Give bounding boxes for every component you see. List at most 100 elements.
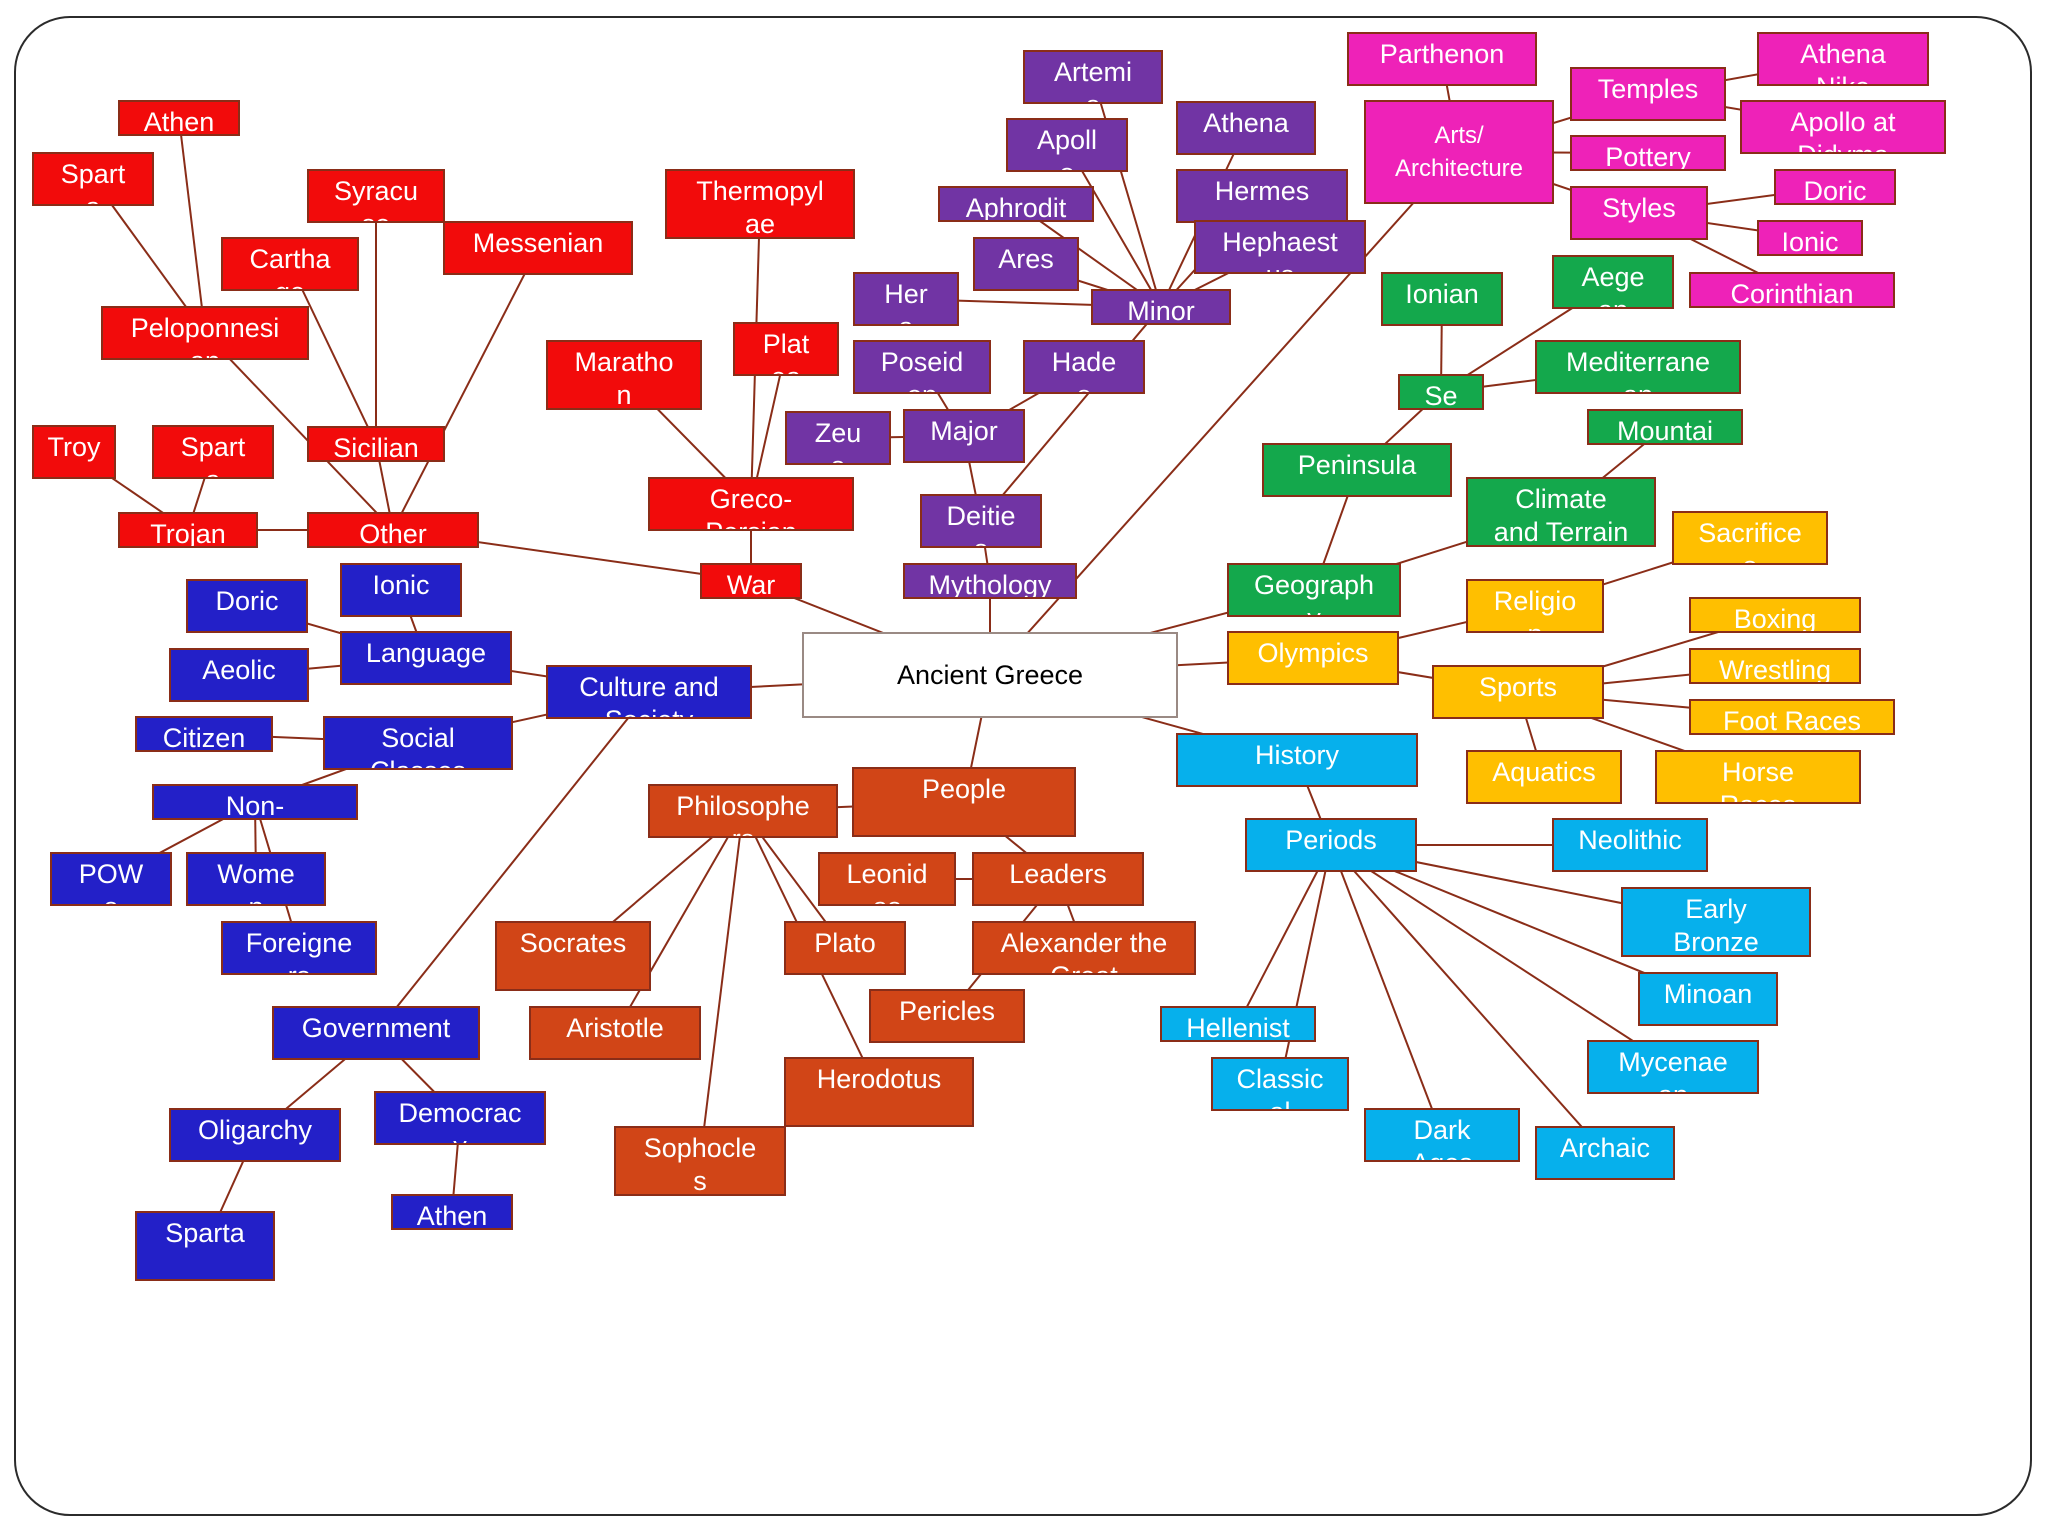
node-leaders: Leaders xyxy=(972,852,1144,906)
node-deities: Deitie s xyxy=(920,494,1042,548)
node-citizens: Citizen s xyxy=(135,716,273,752)
node-foreigners: Foreigne rs xyxy=(221,921,377,975)
node-minoan: Minoan xyxy=(1638,972,1778,1026)
node-artemis: Artemi s xyxy=(1023,50,1163,104)
node-sophocles: Sophocle s xyxy=(614,1126,786,1196)
node-leonidas: Leonid as xyxy=(818,852,956,906)
node-athena-nike: Athena Nike xyxy=(1757,32,1929,86)
node-sports: Sports xyxy=(1432,665,1604,719)
node-athens-war: Athen s xyxy=(118,100,240,136)
node-carthage: Cartha ge xyxy=(221,237,359,291)
link-other-wars-messenian xyxy=(392,247,539,531)
node-boxing: Boxing xyxy=(1689,597,1861,633)
node-periods: Periods xyxy=(1245,818,1417,872)
node-non-citizens: Non- Citizens xyxy=(152,784,358,820)
node-aquatics: Aquatics xyxy=(1466,750,1622,804)
node-sparta-trojan: Spart a xyxy=(152,425,274,479)
link-periods-mycenaean xyxy=(1330,844,1674,1068)
node-peloponnesian: Peloponnesi an xyxy=(101,306,309,360)
node-ares: Ares xyxy=(973,237,1079,291)
node-religion: Religio n xyxy=(1466,579,1604,633)
node-doric-lang: Doric xyxy=(186,579,308,633)
node-war: War s xyxy=(700,563,802,599)
node-wrestling: Wrestling xyxy=(1689,648,1861,684)
link-culture-government xyxy=(375,691,650,1034)
node-temples: Temples xyxy=(1570,67,1726,121)
node-hades: Hade s xyxy=(1023,340,1145,394)
node-archaic: Archaic xyxy=(1535,1126,1675,1180)
node-people: People xyxy=(852,767,1076,837)
node-government: Government xyxy=(272,1006,480,1060)
link-other-wars-peloponnesian xyxy=(204,332,394,531)
node-oligarchy: Oligarchy xyxy=(169,1108,341,1162)
link-periods-hellenistic xyxy=(1237,844,1332,1025)
node-sparta-gov: Sparta xyxy=(135,1211,275,1281)
node-history: History xyxy=(1176,733,1418,787)
node-herodotus: Herodotus xyxy=(784,1057,974,1127)
node-socrates: Socrates xyxy=(495,921,651,991)
node-athena: Athena xyxy=(1176,101,1316,155)
node-sparta-war: Spart a xyxy=(32,152,154,206)
node-trojan: Trojan xyxy=(118,512,258,548)
node-foot-races: Foot Races xyxy=(1689,699,1895,735)
node-hermes: Hermes xyxy=(1176,169,1348,223)
node-mountains: Mountai ns xyxy=(1587,409,1743,445)
node-ancient-greece: Ancient Greece xyxy=(802,632,1178,718)
node-athens-gov: Athen s xyxy=(391,1194,513,1230)
node-hellenistic: Hellenist ic xyxy=(1160,1006,1316,1042)
node-democracy: Democrac y xyxy=(374,1091,546,1145)
node-aeolic: Aeolic xyxy=(169,648,309,702)
link-periods-classical xyxy=(1279,844,1332,1085)
node-platea: Plat ea xyxy=(733,322,839,376)
node-greco-persian: Greco- Persian xyxy=(648,477,854,531)
node-philosophers: Philosophe rs xyxy=(648,784,838,838)
node-early-bronze: Early Bronze xyxy=(1621,887,1811,957)
node-hera: Her a xyxy=(853,272,959,326)
node-olympics: Olympics xyxy=(1227,631,1399,685)
node-mycenaean: Mycenae an xyxy=(1587,1040,1759,1094)
node-peninsula: Peninsula xyxy=(1262,443,1452,497)
node-pottery: Pottery xyxy=(1570,135,1726,171)
node-sacrifices: Sacrifice s xyxy=(1672,511,1828,565)
node-language: Language xyxy=(340,631,512,685)
node-neolithic: Neolithic xyxy=(1552,818,1708,872)
node-dark-ages: Dark Ages xyxy=(1364,1108,1520,1162)
node-ionic-style: Ionic xyxy=(1757,220,1863,256)
link-peloponnesian-athens-war xyxy=(178,117,206,334)
node-women: Wome n xyxy=(186,852,326,906)
node-thermopylae: Thermopyl ae xyxy=(665,169,855,239)
link-minor-artemis xyxy=(1092,76,1162,308)
node-syracuse: Syracu se xyxy=(307,169,445,223)
node-horse-races: Horse Races xyxy=(1655,750,1861,804)
node-pericles: Pericles xyxy=(869,989,1025,1043)
node-pows: POW s xyxy=(50,852,172,906)
node-marathon: Maratho n xyxy=(546,340,702,410)
node-mediterranean: Mediterrane an xyxy=(1535,340,1741,394)
node-alexander: Alexander the Great xyxy=(972,921,1196,975)
node-parthenon: Parthenon xyxy=(1347,32,1537,86)
link-philosophers-sophocles xyxy=(699,810,744,1162)
node-poseidon: Poseid on xyxy=(853,340,991,394)
node-aristotle: Aristotle xyxy=(529,1006,701,1060)
node-major: Major xyxy=(903,409,1025,463)
link-sicilian-carthage xyxy=(289,263,377,445)
node-seas: Se as xyxy=(1398,374,1484,410)
node-sicilian: Sicilian xyxy=(307,426,445,462)
node-corinthian: Corinthian xyxy=(1689,272,1895,308)
node-social-classes: Social Classes xyxy=(323,716,513,770)
node-doric-style: Doric xyxy=(1774,169,1896,205)
node-hephaestus: Hephaest us xyxy=(1194,220,1366,274)
node-troy: Troy xyxy=(32,425,116,479)
node-ionian: Ionian xyxy=(1381,272,1503,326)
link-periods-archaic xyxy=(1330,844,1606,1154)
node-classical: Classic al xyxy=(1211,1057,1349,1111)
node-arts: Arts/ Architecture xyxy=(1364,100,1554,204)
node-ionic-lang: Ionic xyxy=(340,563,462,617)
node-geography: Geograph y xyxy=(1227,563,1401,617)
node-minor: Minor xyxy=(1091,289,1231,325)
link-minor-apollo xyxy=(1066,144,1162,308)
node-culture: Culture and Society xyxy=(546,665,752,719)
node-zeus: Zeu s xyxy=(785,411,891,465)
node-other-wars: Other wars xyxy=(307,512,479,548)
